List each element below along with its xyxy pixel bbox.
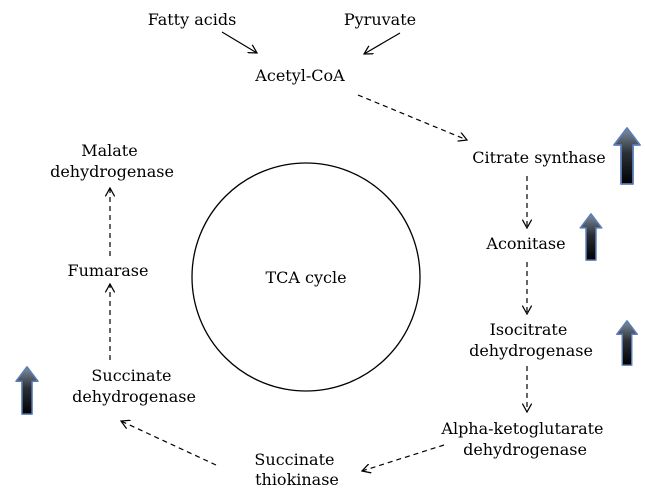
fatty-acids-to-acetyl-coa-arrow xyxy=(221,31,257,53)
malate-dh-line-2: dehydrogenase xyxy=(50,162,174,181)
isocitrate-dh-line-1: Isocitrate xyxy=(490,320,568,339)
acetyl-coa-to-citrate-synthase-arrow xyxy=(357,94,467,140)
isocitrate-dh-label: Isocitrate dehydrogenase xyxy=(469,320,593,360)
succinate-thiokinase-line-1: Succinate xyxy=(254,450,334,469)
succinate-dh-label: Succinate dehydrogenase xyxy=(72,366,196,406)
aconitase-label: Aconitase xyxy=(485,234,565,253)
aconitase-up-arrow-icon xyxy=(579,213,603,261)
isocitrate-dh-up-arrow-icon xyxy=(615,320,639,366)
isocitrate-dh-line-2: dehydrogenase xyxy=(469,341,593,360)
citrate-synthase-up-arrow-icon xyxy=(613,127,641,185)
tca-cycle-circle xyxy=(191,162,421,392)
pyruvate-to-acetyl-coa-arrow xyxy=(364,32,401,54)
alpha-kg-dh-line-2: dehydrogenase xyxy=(463,440,587,459)
alpha-kg-dh-line-1: Alpha-ketoglutarate xyxy=(440,419,603,438)
succinate-dh-up-arrow-icon xyxy=(15,366,39,415)
tca-cycle-label: TCA cycle xyxy=(265,268,346,287)
fatty-acids-label: Fatty acids xyxy=(148,10,237,29)
succinate-thiokinase-label: Succinate thiokinase xyxy=(254,450,339,489)
succinate-dh-line-2: dehydrogenase xyxy=(72,387,196,406)
malate-dh-label: Malate dehydrogenase xyxy=(50,141,174,181)
succinate-thiokinase-to-succinate-dh-arrow xyxy=(121,421,217,466)
pyruvate-label: Pyruvate xyxy=(344,10,416,29)
acetyl-coa-label: Acetyl-CoA xyxy=(254,66,345,85)
citrate-synthase-label: Citrate synthase xyxy=(472,148,605,167)
succinate-thiokinase-line-2: thiokinase xyxy=(255,470,339,489)
malate-dh-line-1: Malate xyxy=(81,141,137,160)
fumarase-label: Fumarase xyxy=(68,261,149,280)
succinate-dh-line-1: Succinate xyxy=(91,366,171,385)
alpha-kg-dh-to-succinate-thiokinase-arrow xyxy=(362,444,445,471)
alpha-kg-dh-label: Alpha-ketoglutarate dehydrogenase xyxy=(440,419,608,459)
